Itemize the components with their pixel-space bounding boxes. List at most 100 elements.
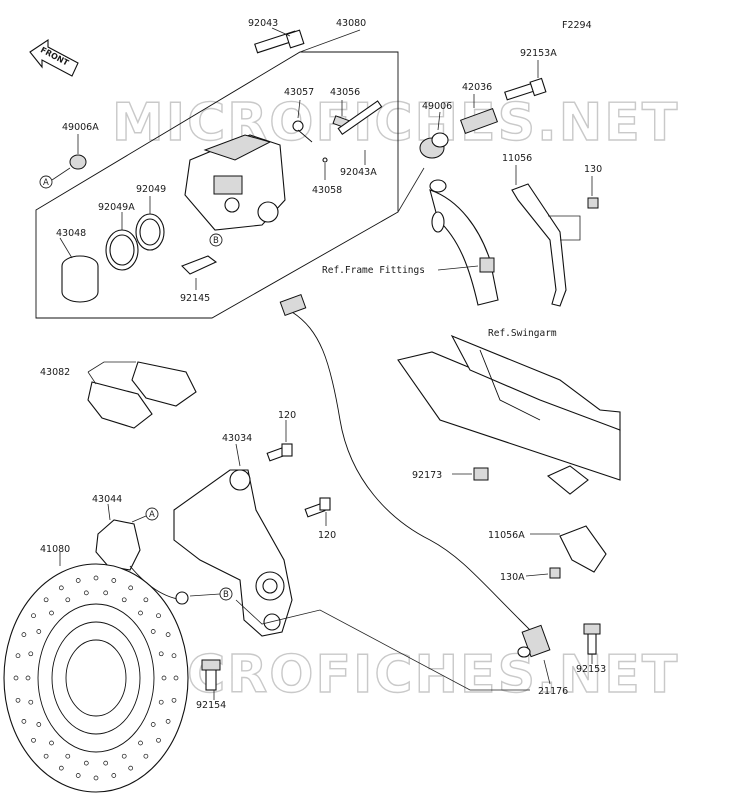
label-43044: 43044 [92,494,122,505]
clamp-92173 [473,467,489,481]
disc-hole [21,632,27,637]
disc-hole [31,613,36,619]
disc-hole [28,651,34,657]
disc-hole [171,653,177,659]
label-92145: 92145 [180,293,210,304]
disc-hole [31,737,36,743]
label-43057: 43057 [284,87,314,98]
ref-swingarm: Ref.Swingarm [488,328,557,339]
svg-text:A: A [43,178,49,188]
ref-marker-b-top [209,233,223,247]
piston-43048 [61,255,99,303]
disc-hole [121,597,127,603]
disc-hole [28,699,34,705]
svg-text:B: B [213,236,219,246]
label-43082: 43082 [40,367,70,378]
disc-hole [103,760,109,766]
swingarm-section [397,334,621,481]
disc-hole [150,722,156,727]
label-92153A: 92153A [520,48,557,59]
disc-hole [65,597,71,603]
disc-hole [36,629,42,634]
ref-frame-fittings: Ref.Frame Fittings [322,265,425,276]
frame-fitting-bracket [429,179,499,306]
disc-hole [93,575,99,581]
disc-hole [58,585,64,591]
disc-hole [173,675,179,681]
bolt-92043A [337,100,383,136]
label-43058: 43058 [312,185,342,196]
pad-pin-43057 [292,120,313,143]
disc-hole [25,675,31,681]
leader-wheel-to-sensor [235,599,530,691]
bolt-120-mid [304,497,331,518]
disc-hole [171,697,177,703]
label-11056: 11056 [502,153,532,164]
label-92043A: 92043A [340,167,377,178]
bolt-130A [549,567,561,579]
disc-hole [49,740,54,746]
ref-marker-a-bottom [145,507,159,521]
disc-hole [58,765,64,771]
ref-marker-b-bottom [219,587,233,601]
disc-hole [111,773,117,778]
bracket-11056A [546,465,607,573]
label-130: 130 [584,164,602,175]
disc-hole [121,753,127,759]
brake-pads-43082 [87,361,197,429]
label-130A: 130A [500,572,525,583]
disc-hole [111,578,117,583]
label-92153: 92153 [576,664,606,675]
svg-text:A: A [149,510,155,520]
bolt-92043 [254,29,305,54]
label-43034: 43034 [222,433,252,444]
disc-hole [165,632,171,637]
brake-caliper-body [184,134,286,231]
piston-seal-92049 [135,213,165,251]
label-42036: 42036 [462,82,492,93]
boot-49006A [69,154,87,170]
label-120-top: 120 [278,410,296,421]
disc-hole [156,737,161,743]
sleeve-42036 [459,107,499,135]
boot-49006 [419,132,449,159]
disc-hole [65,753,71,759]
disc-hole [158,699,164,705]
disc-hole [128,765,134,771]
ref-marker-a-top [39,175,53,189]
disc-hole [15,697,21,703]
disc-hole [21,719,27,724]
disc-hole [150,629,156,634]
disc-hole [156,613,161,619]
bolt-92153A [504,77,547,101]
figure-code: F2294 [562,20,592,31]
label-41080: 41080 [40,544,70,555]
disc-hole [165,719,171,724]
disc-hole [138,610,143,616]
label-92049A: 92049A [98,202,135,213]
dust-seal-92049A [105,229,139,271]
label-49006A: 49006A [62,122,99,133]
disc-hole [143,597,149,603]
disc-hole [93,775,99,781]
disc-hole [83,590,89,596]
front-arrow-icon: FRONT [29,38,79,77]
disc-hole [49,610,54,616]
disc-hole [36,722,42,727]
bolt-130 [587,197,599,209]
label-43048: 43048 [56,228,86,239]
disc-hole [75,773,81,778]
label-120-mid: 120 [318,530,336,541]
label-11056A: 11056A [488,530,525,541]
abs-sensor-21176 [517,624,551,658]
svg-text:B: B [223,590,229,600]
caliper-bracket-43034 [173,469,293,637]
disc-hole [158,651,164,657]
caliper-holder-43044 [95,519,189,605]
label-49006: 49006 [422,101,452,112]
label-21176: 21176 [538,686,568,697]
bolt-92154 [201,659,221,691]
label-92049: 92049 [136,184,166,195]
